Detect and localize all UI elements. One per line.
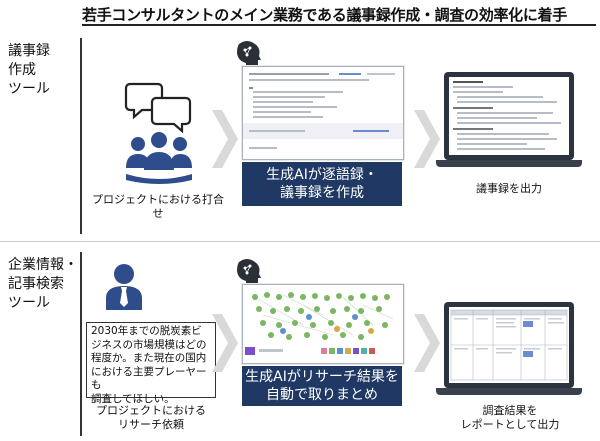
report-caption-line: 調査結果を — [482, 404, 538, 417]
request-caption: プロジェクトにおける リサーチ依頼 — [86, 404, 216, 432]
row2-ai-banner: 生成AIがリサーチ結果を 自動で取りまとめ — [242, 366, 402, 406]
row2-label: 企業情報・ 記事検索 ツール — [8, 256, 78, 313]
request-caption-line: リサーチ依頼 — [118, 418, 184, 431]
report-caption-line: レポートとして出力 — [460, 418, 560, 431]
request-line: 程度か。また現在の国内 — [91, 352, 207, 364]
row1-divider — [80, 38, 82, 234]
row1-banner-line: 議事録を作成 — [280, 185, 364, 201]
row1-label-line: 作成 — [8, 62, 36, 78]
report-laptop-screen — [444, 302, 574, 388]
knowledge-graph — [245, 292, 394, 355]
minutes-output-caption: 議事録を出力 — [476, 182, 542, 195]
report-table — [450, 309, 568, 381]
transcript-app-screenshot — [242, 66, 404, 160]
chevron-right-icon — [212, 314, 238, 372]
row1-ai-banner: 生成AIが逐語録・ 議事録を作成 — [242, 162, 402, 206]
request-line: 調査してほしい。 — [91, 392, 175, 405]
minutes-laptop-screen — [444, 72, 574, 160]
research-graph-screenshot — [242, 284, 404, 364]
ai-brain-icon — [237, 41, 261, 69]
request-line: ジネスの市場規模はどの — [91, 338, 207, 351]
report-laptop-base — [436, 388, 582, 395]
page-title: 若手コンサルタントのメイン業務である議事録作成・調査の効率化に着手 — [82, 6, 567, 24]
row1-label-line: ツール — [8, 81, 50, 97]
meeting-icon — [124, 82, 192, 184]
row2-banner-line: 自動で取りまとめ — [266, 387, 378, 403]
row1-banner-line: 生成AIが逐語録・ — [266, 167, 378, 183]
row2-divider — [80, 252, 82, 436]
chevron-right-icon — [414, 110, 440, 168]
row2-banner-line: 生成AIがリサーチ結果を — [245, 369, 399, 385]
row1-label: 議事録 作成 ツール — [8, 42, 50, 99]
chevron-right-icon — [414, 314, 440, 372]
row1-label-line: 議事録 — [8, 43, 50, 59]
row2-label-line: 企業情報・ — [8, 257, 78, 273]
transcript-input-bar — [243, 123, 403, 139]
person-icon — [106, 264, 142, 310]
row2-label-line: ツール — [8, 295, 50, 311]
minutes-laptop-base — [436, 160, 582, 167]
request-line: 2030年までの脱炭素ビ — [91, 325, 202, 337]
row2-label-line: 記事検索 — [8, 276, 64, 292]
row-separator — [0, 241, 600, 242]
request-line: における主要プレーヤーも — [91, 365, 207, 392]
request-caption-line: プロジェクトにおける — [96, 404, 206, 417]
research-request-box: 2030年までの脱炭素ビ ジネスの市場規模はどの 程度か。また現在の国内 におけ… — [86, 322, 216, 405]
meeting-caption: プロジェクトにおける打合せ — [92, 193, 224, 220]
ai-brain-icon — [237, 259, 261, 287]
chevron-right-icon — [212, 110, 238, 168]
report-output-caption: 調査結果を レポートとして出力 — [448, 404, 572, 432]
title-underline — [82, 24, 596, 26]
